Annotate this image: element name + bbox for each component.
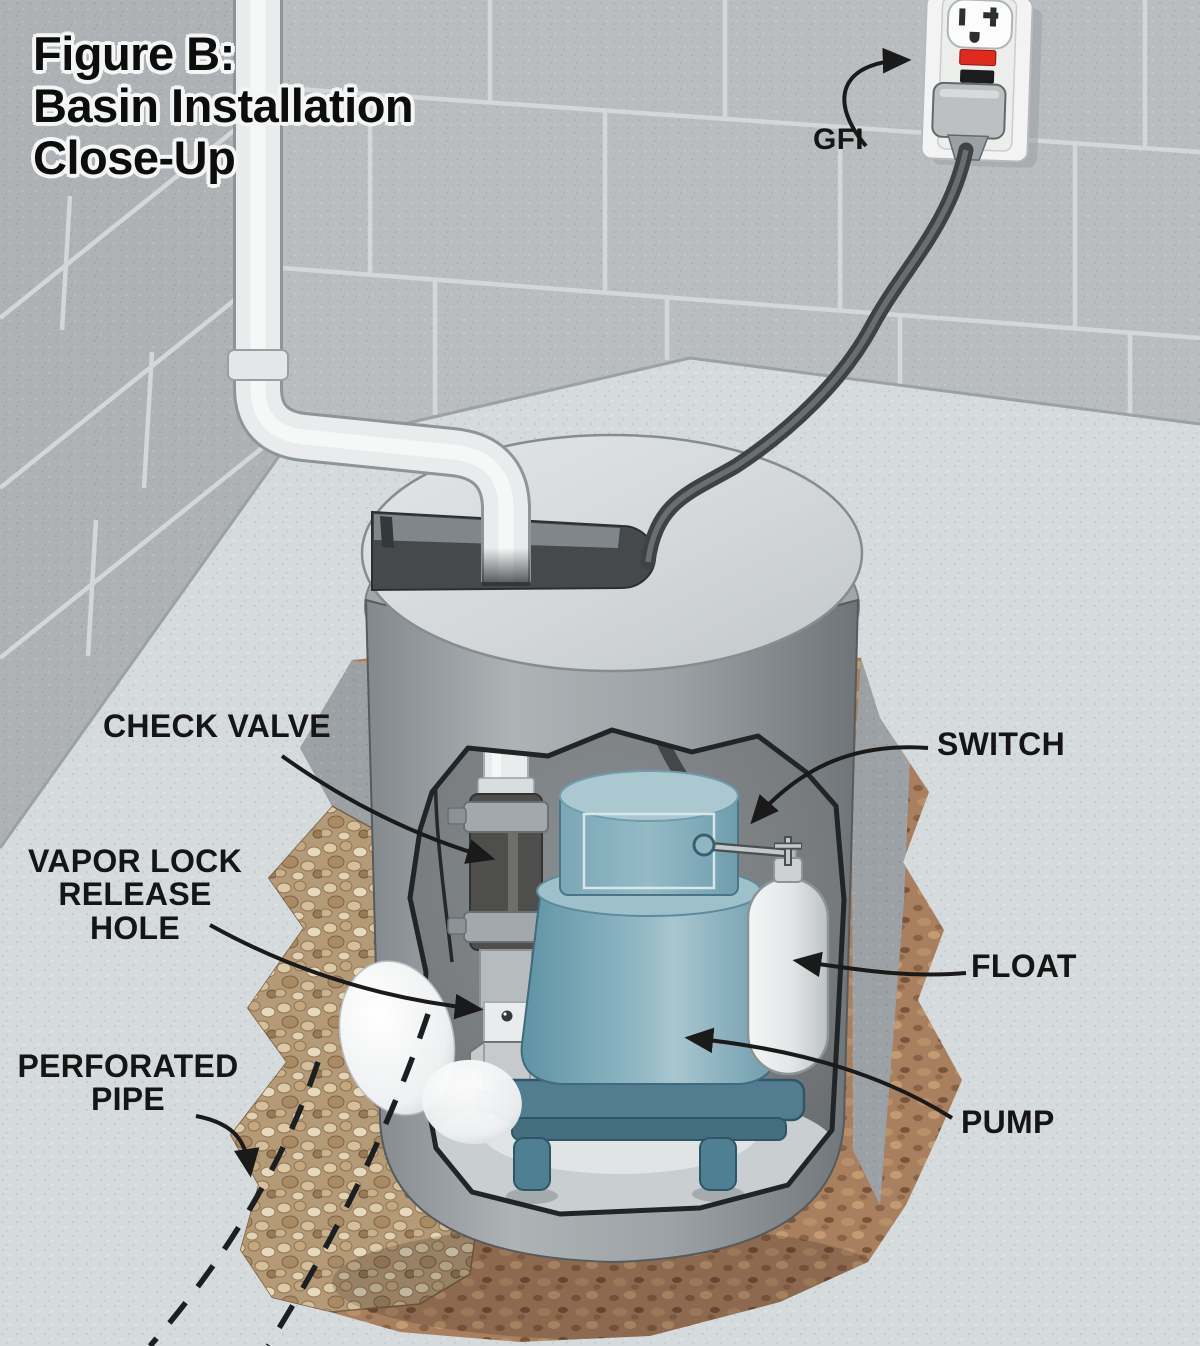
perforated-pipe-dashed-lines <box>147 1013 431 1346</box>
switch-arrow <box>750 745 929 825</box>
label-vapor-lock-release-hole: VAPOR LOCK RELEASE HOLE <box>28 843 242 946</box>
pvc-discharge-pipe <box>227 0 531 586</box>
label-switch: SWITCH <box>937 726 1066 762</box>
switch-rod <box>705 843 789 856</box>
pump-foot <box>513 1137 551 1191</box>
perforated-pipe-arrow <box>195 1114 260 1178</box>
figure-title-line1: Figure B: <box>33 27 235 80</box>
check-valve-arrow <box>280 754 496 864</box>
label-perforated-pipe: PERFORATED PIPE <box>17 1048 239 1118</box>
basin-interior <box>422 730 838 1214</box>
float-arrow <box>792 951 967 978</box>
power-cord <box>640 142 974 570</box>
label-float: FLOAT <box>971 948 1077 984</box>
pump-base <box>492 1078 806 1122</box>
vapor-lock-release-hole <box>501 1010 513 1022</box>
mortar-joints <box>0 0 1200 660</box>
label-check-valve: CHECK VALVE <box>103 708 331 744</box>
slab-cut-face-right <box>852 658 914 1205</box>
float-body <box>746 876 830 1076</box>
receptacle <box>946 0 1014 50</box>
gfi-reset-button[interactable] <box>959 48 997 67</box>
label-pump: PUMP <box>961 1104 1055 1140</box>
pump-arrow <box>684 1027 954 1120</box>
float-switch-assembly <box>692 833 830 1076</box>
hose-clamp-top <box>463 801 549 833</box>
figure-title-line3: Close-Up <box>33 131 236 184</box>
figure-title-line2: Basin Installation <box>33 79 414 132</box>
callout-arrows <box>195 47 967 1178</box>
white-stones <box>338 960 522 1145</box>
sump-pump <box>492 770 806 1204</box>
vapor-lock-arrow <box>209 923 484 1020</box>
label-gfi: GFI <box>813 123 864 156</box>
gfi-outlet <box>920 0 1043 168</box>
gfi-arrow <box>842 47 912 148</box>
gfi-test-button[interactable] <box>959 69 995 84</box>
figure-title: Figure B: Basin Installation Close-Up <box>33 28 503 184</box>
pump-foot <box>699 1137 737 1191</box>
switch-port <box>692 833 716 857</box>
pipe-coupling <box>227 349 289 381</box>
